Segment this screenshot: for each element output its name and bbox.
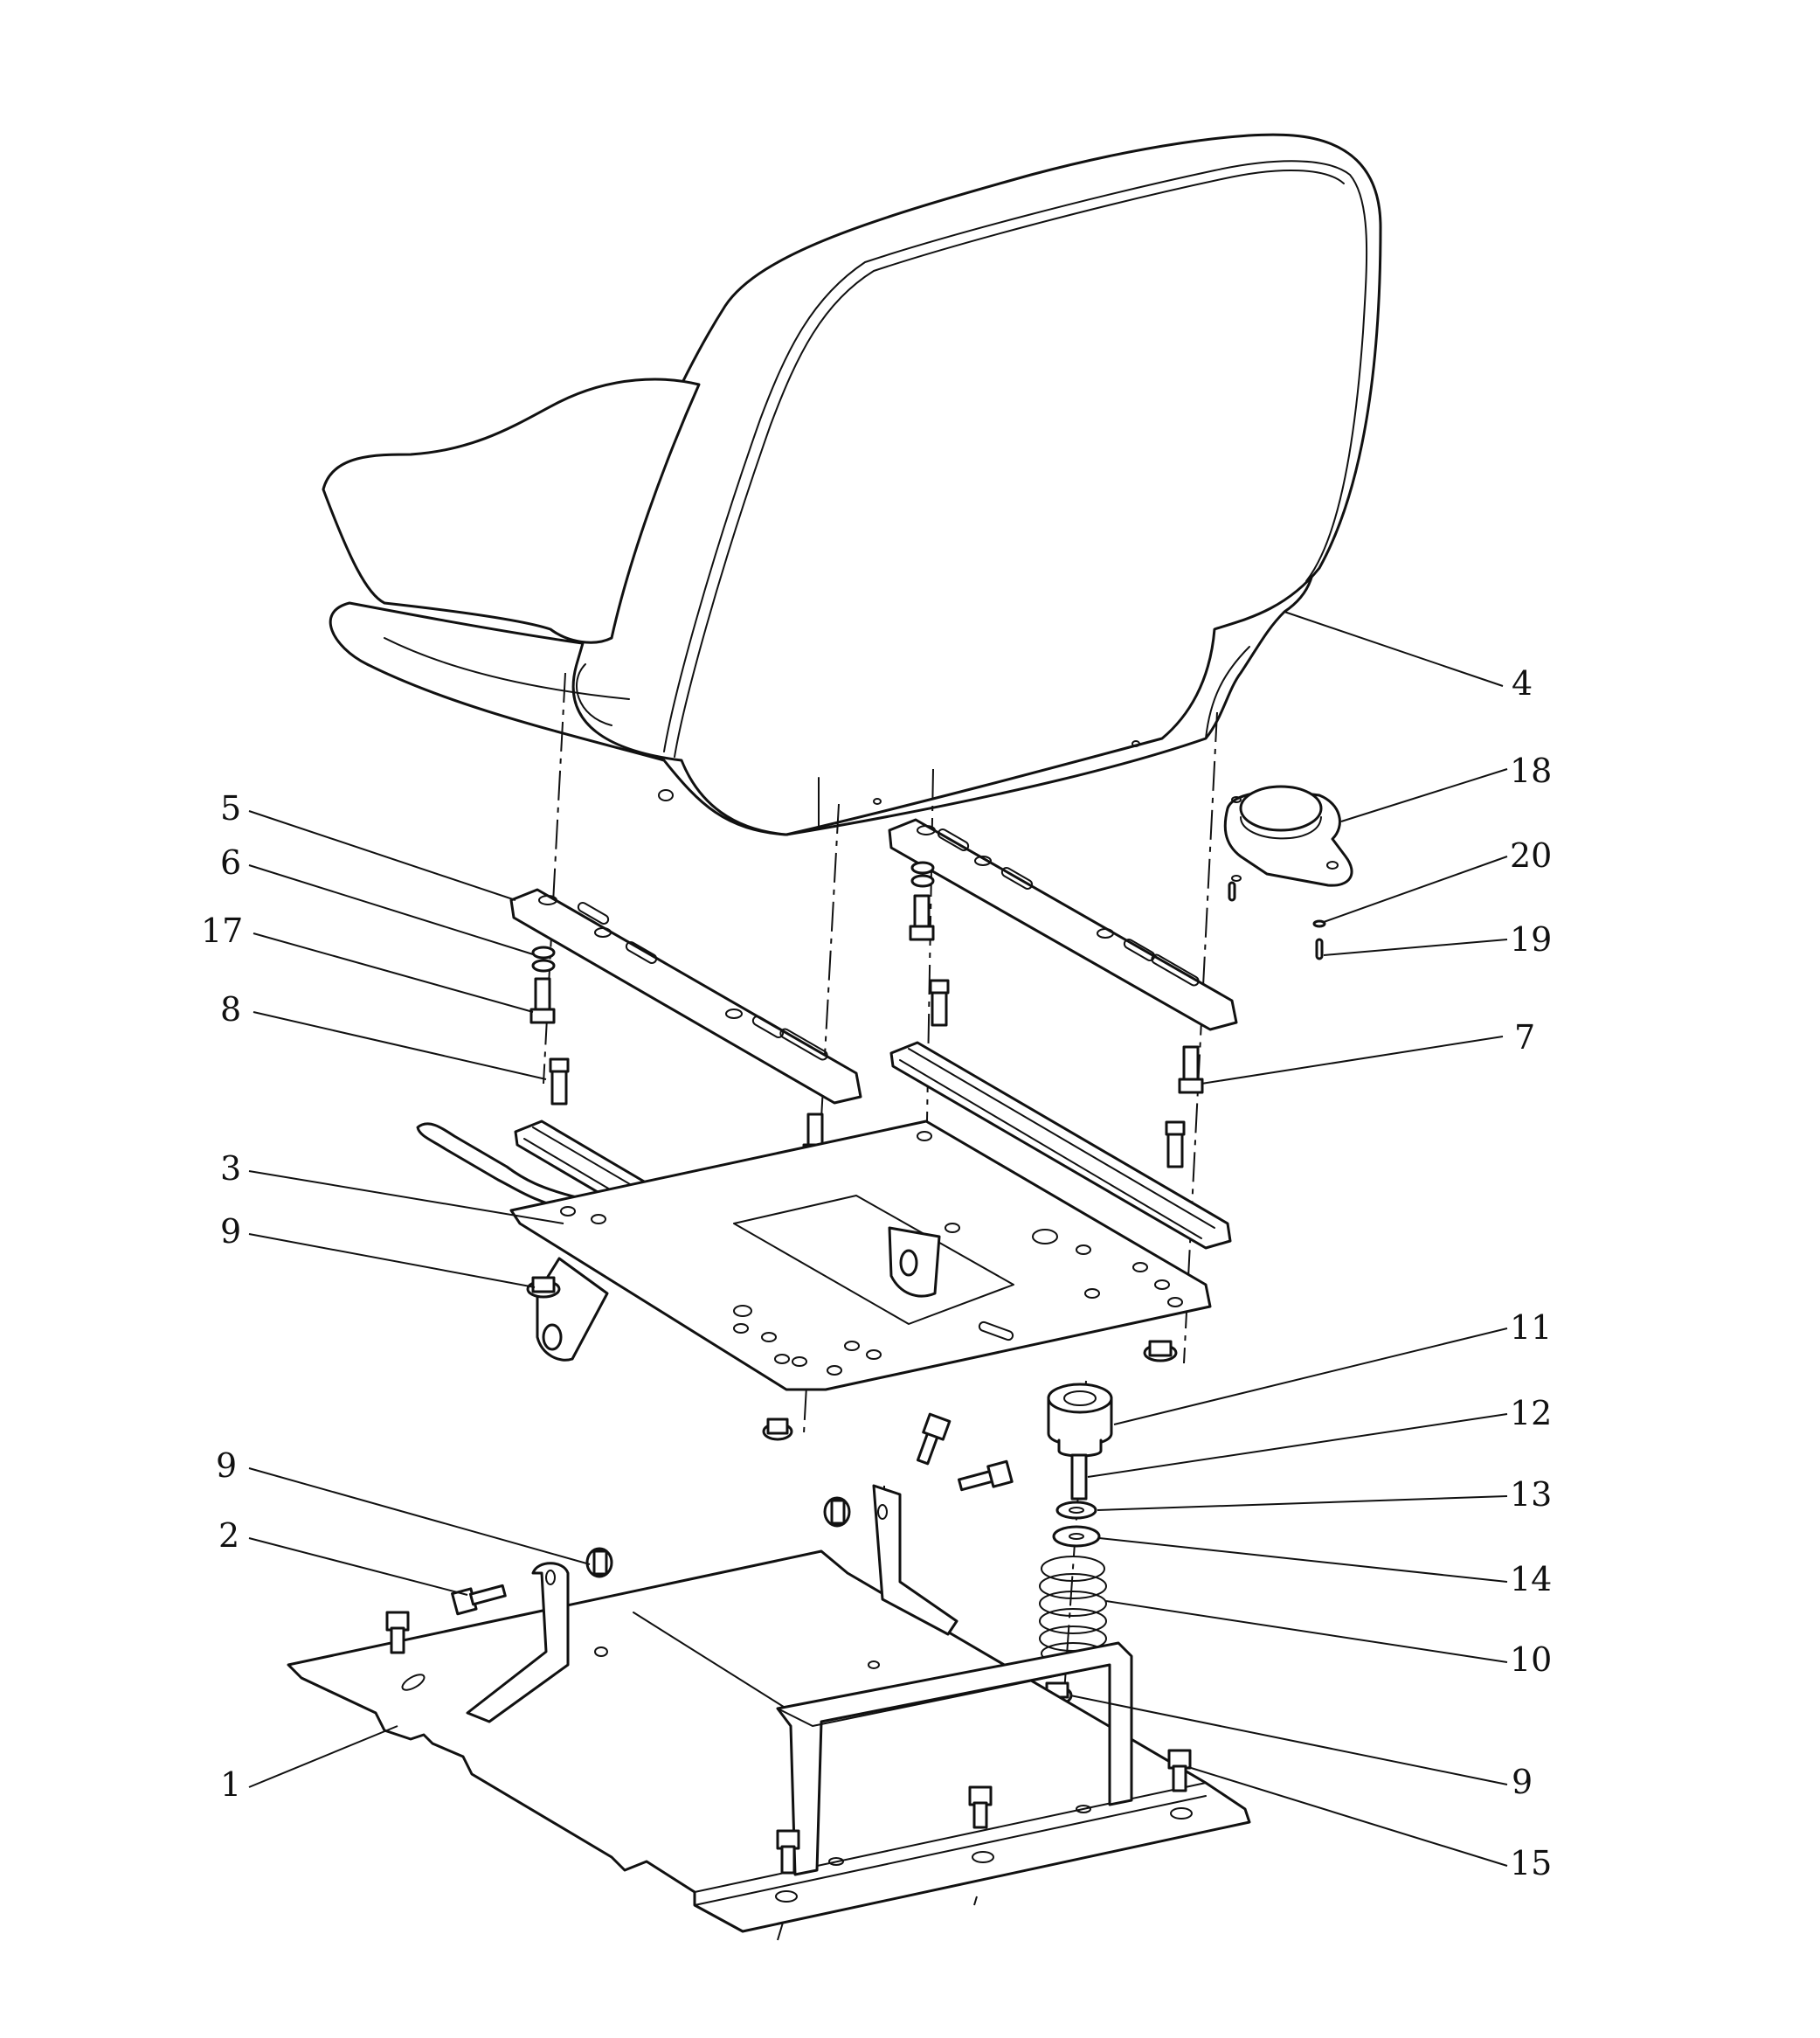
callout-12: 12 (1510, 1394, 1552, 1432)
callout-8: 8 (220, 990, 241, 1029)
callout-6: 6 (220, 843, 241, 882)
callout-13: 13 (1510, 1475, 1552, 1514)
seat-rail-bracket-left (509, 888, 862, 1105)
flat-washer (1055, 1501, 1097, 1520)
callout-1: 1 (220, 1765, 241, 1804)
spacer-pin (1070, 1453, 1088, 1501)
callout-11: 11 (1510, 1308, 1552, 1347)
slide-rail-right (889, 1041, 1232, 1250)
callout-3: 3 (220, 1149, 241, 1188)
callout-18: 18 (1510, 752, 1552, 790)
washer-stack (531, 861, 935, 973)
callout-5: 5 (220, 789, 241, 828)
callout-9-lower: 9 (1512, 1763, 1533, 1801)
rubber-bumper (1047, 1383, 1113, 1458)
leader-lines (248, 611, 1508, 1867)
callout-15: 15 (1510, 1844, 1552, 1882)
seat-shell (322, 133, 1382, 836)
seat-switch (1223, 785, 1353, 902)
hex-bolts (385, 1412, 1192, 1875)
slide-base-plate (509, 1120, 1212, 1391)
seat-rail-bracket-right (888, 818, 1238, 1031)
callout-20: 20 (1510, 836, 1552, 875)
callout-9-upper: 9 (220, 1212, 241, 1251)
callout-10: 10 (1510, 1640, 1552, 1679)
callout-7: 7 (1514, 1018, 1535, 1057)
callout-9-middle: 9 (216, 1446, 237, 1485)
callout-2: 2 (218, 1516, 239, 1555)
spring-seat-washer (1052, 1525, 1101, 1548)
switch-washer (1312, 919, 1326, 928)
callout-labels: 4 18 20 19 7 5 6 17 8 3 9 11 12 13 14 10… (201, 664, 1552, 1882)
coil-spring (1039, 1556, 1107, 1665)
callout-4: 4 (1512, 664, 1533, 703)
mounting-base-plate (287, 1484, 1251, 1933)
callout-17: 17 (201, 912, 243, 950)
callout-14: 14 (1510, 1560, 1552, 1598)
switch-screw (1315, 938, 1324, 960)
callout-19: 19 (1510, 920, 1552, 959)
